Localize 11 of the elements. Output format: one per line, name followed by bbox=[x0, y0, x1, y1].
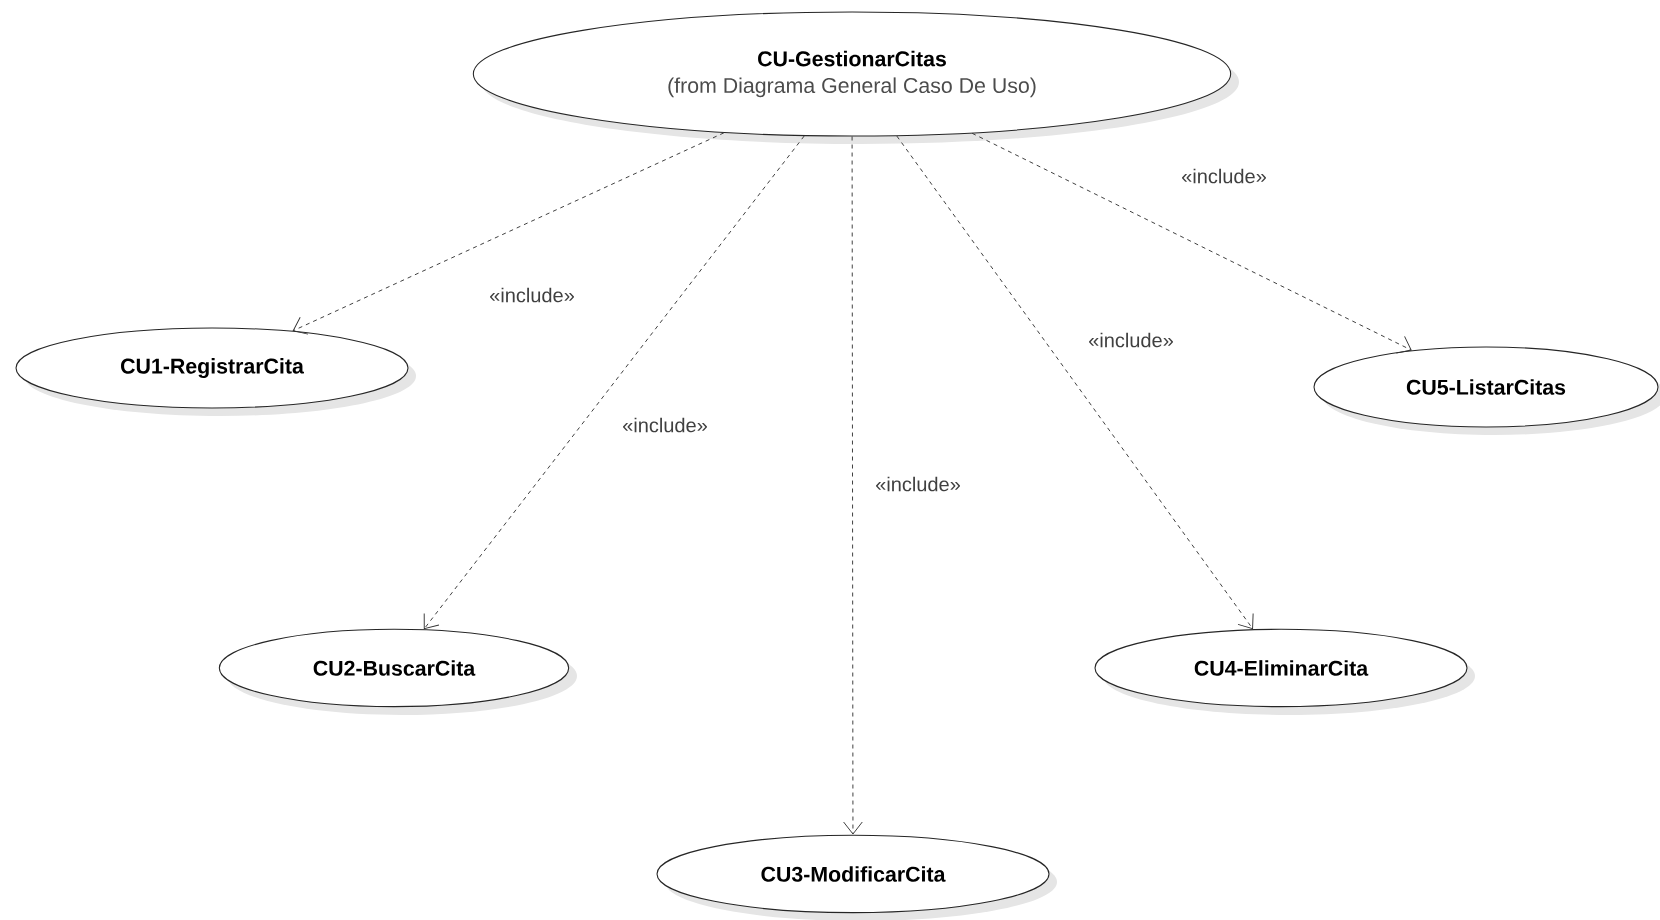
edge-label: «include» bbox=[1086, 331, 1176, 349]
include-arrow bbox=[292, 132, 725, 335]
include-arrow bbox=[843, 136, 863, 835]
edge-label: «include» bbox=[487, 286, 577, 304]
include-arrow bbox=[896, 135, 1254, 630]
include-arrow bbox=[423, 135, 805, 630]
include-arrow bbox=[971, 132, 1412, 354]
edge-label: «include» bbox=[873, 475, 963, 493]
edge-label: «include» bbox=[1179, 167, 1269, 185]
node-label: CU5-ListarCitas bbox=[1406, 379, 1566, 395]
edge-label: «include» bbox=[620, 416, 710, 434]
